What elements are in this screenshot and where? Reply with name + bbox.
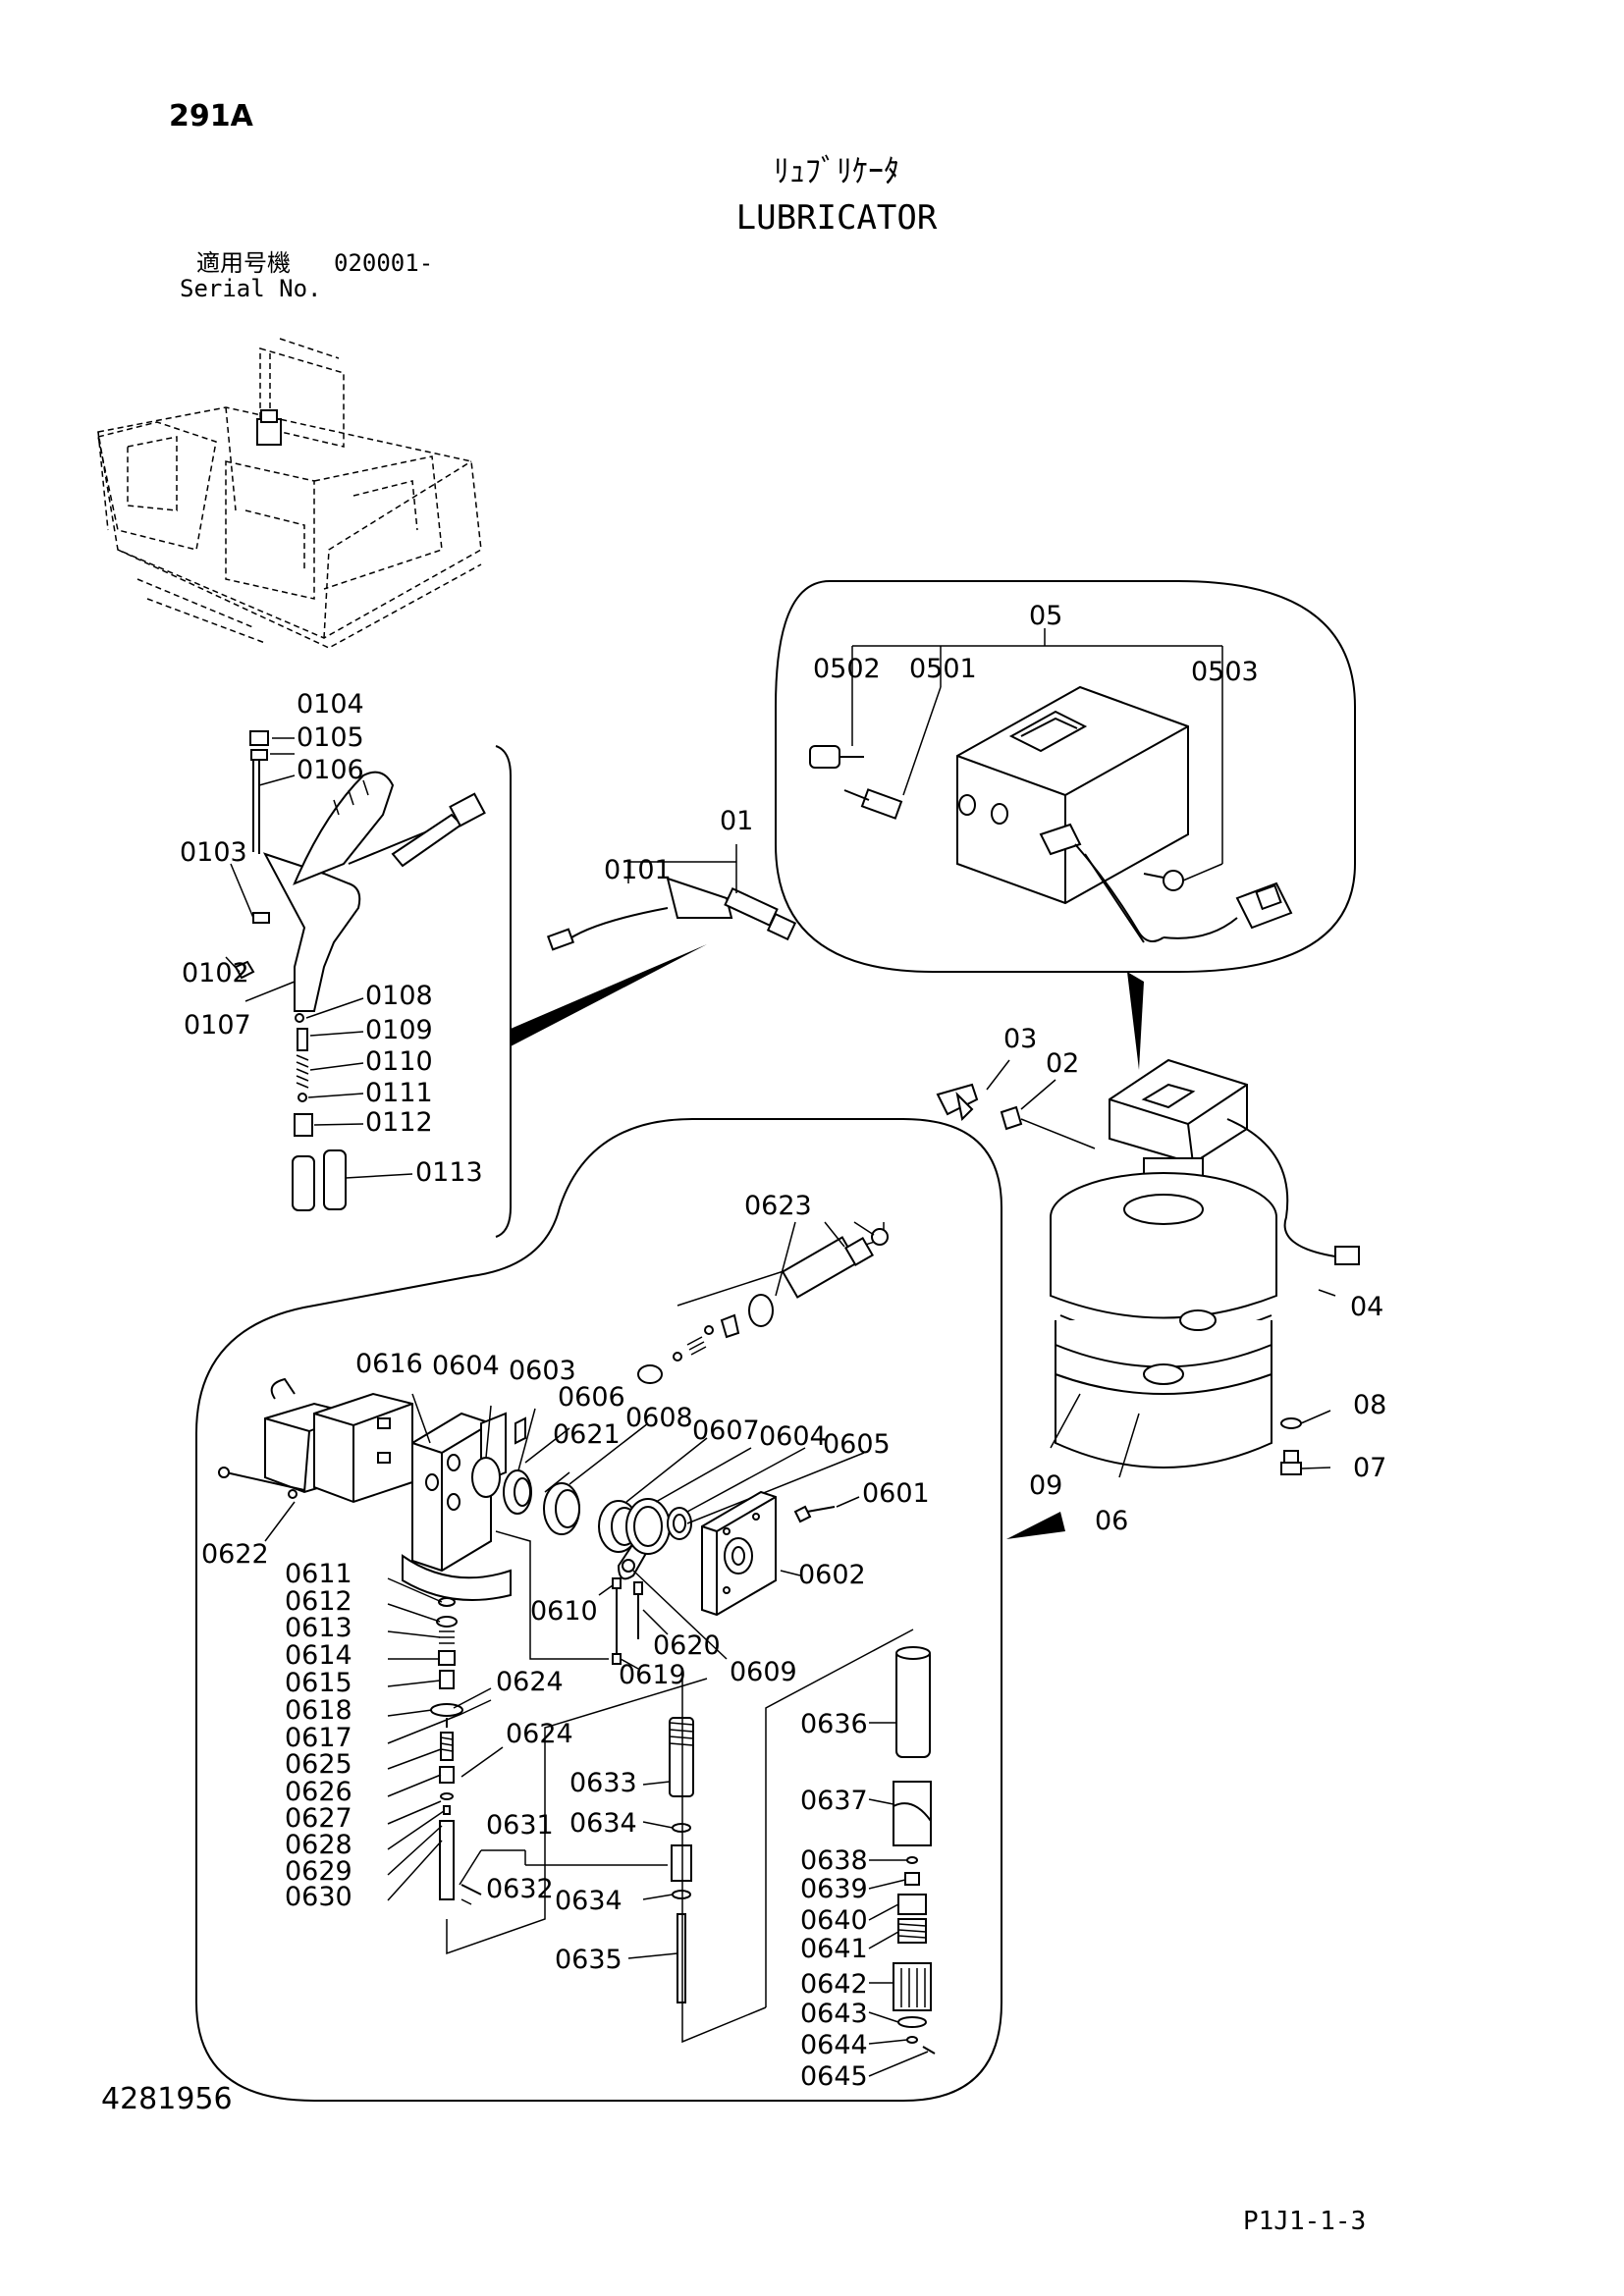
callout-0632: 0632 bbox=[486, 1874, 554, 1904]
callout-0640: 0640 bbox=[800, 1905, 868, 1936]
serial-label-japanese: 適用号機 bbox=[196, 249, 291, 277]
callout-0107: 0107 bbox=[184, 1010, 251, 1041]
callout-0112: 0112 bbox=[365, 1107, 433, 1138]
callout-0620: 0620 bbox=[653, 1630, 721, 1661]
callout-0639: 0639 bbox=[800, 1874, 868, 1904]
callout-0612: 0612 bbox=[285, 1586, 352, 1617]
callout-0627: 0627 bbox=[285, 1803, 352, 1834]
callout-0503: 0503 bbox=[1191, 657, 1259, 687]
callout-0105: 0105 bbox=[297, 722, 364, 753]
callout-0631: 0631 bbox=[486, 1810, 554, 1841]
callout-0603: 0603 bbox=[509, 1356, 576, 1386]
callout-0622: 0622 bbox=[201, 1539, 269, 1570]
callout-0101: 0101 bbox=[604, 855, 672, 885]
callout-0634-b: 0634 bbox=[555, 1886, 623, 1916]
callout-0613: 0613 bbox=[285, 1613, 352, 1643]
serial-label-english: Serial No. bbox=[180, 275, 322, 302]
title-english: LUBRICATOR bbox=[735, 198, 938, 238]
callout-0634-a: 0634 bbox=[569, 1808, 637, 1839]
callout-03: 03 bbox=[1003, 1024, 1037, 1054]
callout-0614: 0614 bbox=[285, 1640, 352, 1671]
callout-0616: 0616 bbox=[355, 1349, 423, 1379]
callout-09: 09 bbox=[1029, 1470, 1062, 1501]
callout-0606: 0606 bbox=[558, 1382, 625, 1413]
callout-0609: 0609 bbox=[730, 1657, 797, 1687]
callout-0630: 0630 bbox=[285, 1882, 352, 1912]
callout-0502: 0502 bbox=[813, 654, 881, 684]
callout-0636: 0636 bbox=[800, 1709, 868, 1739]
callout-0103: 0103 bbox=[180, 837, 247, 868]
callout-08: 08 bbox=[1353, 1390, 1386, 1420]
callout-0618: 0618 bbox=[285, 1695, 352, 1726]
callout-06: 06 bbox=[1095, 1506, 1128, 1536]
callout-0611: 0611 bbox=[285, 1559, 352, 1589]
page-reference: P1J1-1-3 bbox=[1243, 2207, 1367, 2236]
callout-0604-b: 0604 bbox=[759, 1421, 827, 1452]
callout-0624-a: 0624 bbox=[496, 1667, 564, 1697]
callout-0106: 0106 bbox=[297, 755, 364, 785]
callout-0635: 0635 bbox=[555, 1945, 623, 1975]
callout-0111: 0111 bbox=[365, 1078, 433, 1108]
controller-detail-05 bbox=[775, 580, 1356, 1070]
callout-02: 02 bbox=[1046, 1048, 1079, 1079]
callout-0628: 0628 bbox=[285, 1830, 352, 1860]
callout-04: 04 bbox=[1350, 1292, 1383, 1322]
callout-0624-b: 0624 bbox=[506, 1719, 573, 1749]
callout-0608: 0608 bbox=[625, 1403, 693, 1433]
callout-0104: 0104 bbox=[297, 689, 364, 720]
callout-0626: 0626 bbox=[285, 1777, 352, 1807]
callout-labels: 0104 0105 0106 0103 0102 0107 0108 0109 … bbox=[180, 601, 1386, 2092]
callout-0642: 0642 bbox=[800, 1969, 868, 2000]
callout-0604-a: 0604 bbox=[432, 1351, 500, 1381]
serial-value: 020001- bbox=[334, 249, 434, 277]
callout-0621: 0621 bbox=[553, 1419, 621, 1450]
callout-0637: 0637 bbox=[800, 1786, 868, 1816]
callout-01: 01 bbox=[720, 806, 753, 836]
callout-0623: 0623 bbox=[744, 1191, 812, 1221]
page-id: 291A bbox=[169, 99, 253, 133]
machine-overview-illustration bbox=[97, 338, 482, 649]
callout-07: 07 bbox=[1353, 1453, 1386, 1483]
document-number: 4281956 bbox=[101, 2082, 233, 2116]
callout-0110: 0110 bbox=[365, 1046, 433, 1077]
callout-0113: 0113 bbox=[415, 1157, 483, 1188]
callout-05: 05 bbox=[1029, 601, 1062, 631]
callout-0607: 0607 bbox=[692, 1415, 760, 1446]
callout-0109: 0109 bbox=[365, 1015, 433, 1045]
pump-detail-06 bbox=[195, 1118, 1002, 2102]
callout-0617: 0617 bbox=[285, 1723, 352, 1753]
callout-0610: 0610 bbox=[530, 1596, 598, 1627]
title-japanese: ﾘｭﾌﾞﾘｹｰﾀ bbox=[773, 152, 899, 189]
callout-0501: 0501 bbox=[909, 654, 977, 684]
lubricator-main-unit bbox=[936, 1058, 1360, 1539]
callout-0102: 0102 bbox=[182, 958, 249, 988]
callout-0619: 0619 bbox=[619, 1660, 686, 1690]
callout-0625: 0625 bbox=[285, 1749, 352, 1780]
callout-0644: 0644 bbox=[800, 2030, 868, 2060]
callout-0645: 0645 bbox=[800, 2061, 868, 2092]
callout-0641: 0641 bbox=[800, 1934, 868, 1964]
grease-gun-assembly bbox=[225, 730, 797, 1238]
callout-0633: 0633 bbox=[569, 1768, 637, 1798]
callout-0601: 0601 bbox=[862, 1478, 930, 1509]
callout-0108: 0108 bbox=[365, 981, 433, 1011]
callout-0605: 0605 bbox=[823, 1429, 891, 1460]
callout-0638: 0638 bbox=[800, 1845, 868, 1876]
callout-0615: 0615 bbox=[285, 1668, 352, 1698]
callout-0643: 0643 bbox=[800, 1999, 868, 2029]
callout-0602: 0602 bbox=[798, 1560, 866, 1590]
callout-0629: 0629 bbox=[285, 1856, 352, 1887]
